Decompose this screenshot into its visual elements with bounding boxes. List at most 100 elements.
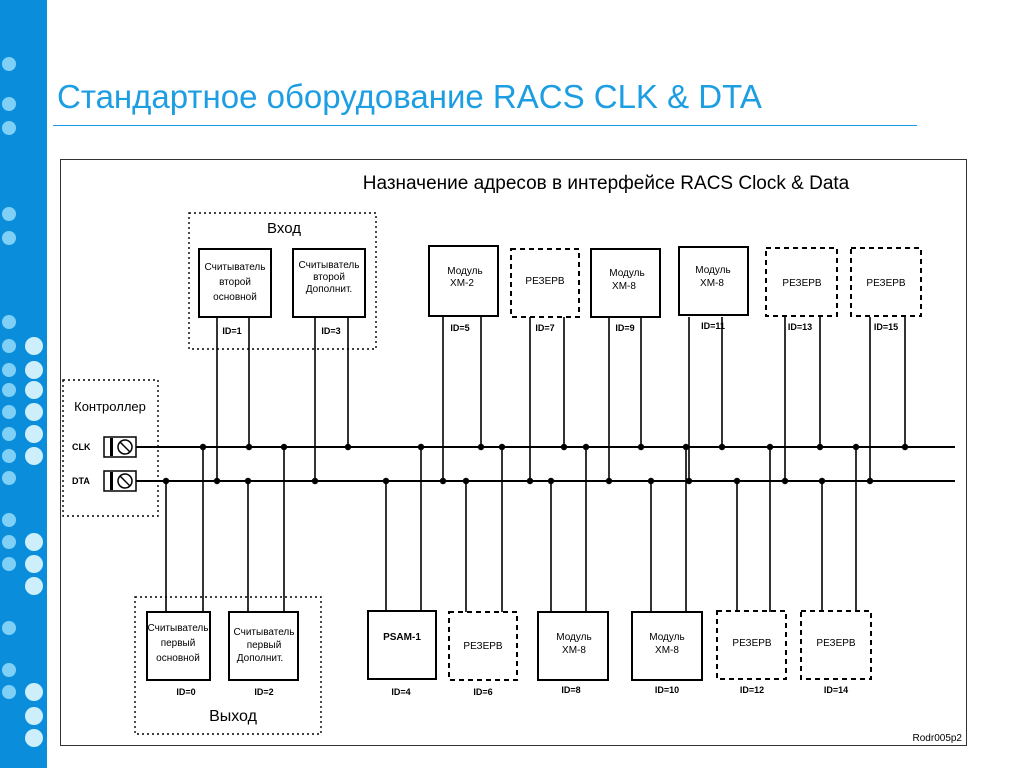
junction-dot: [733, 477, 741, 485]
decorative-dot: [2, 363, 16, 377]
reserve-label: РЕЗЕРВ: [866, 278, 906, 289]
decorative-dot: [25, 337, 43, 355]
reader-name: Считыватель: [148, 623, 209, 634]
junction-dot: [417, 443, 425, 451]
module-name: Модуль: [556, 632, 591, 643]
module-model: XM-8: [562, 645, 586, 656]
module-id: ID=9: [615, 323, 634, 333]
decorative-dot: [2, 513, 16, 527]
reader-line3: Дополнит.: [306, 284, 352, 295]
junction-dot: [213, 477, 221, 485]
decorative-dot: [25, 577, 43, 595]
decorative-dot: [2, 405, 16, 419]
decorative-dot: [2, 449, 16, 463]
junction-dot: [526, 477, 534, 485]
reader-line2: первый: [247, 640, 282, 651]
decorative-dot: [2, 535, 16, 549]
dta-terminal-icon: [103, 470, 137, 492]
decorative-dot: [2, 121, 16, 135]
module-id: ID=4: [391, 687, 410, 697]
junction-dot: [382, 477, 390, 485]
reserve-id14: РЕЗЕРВ ID=14: [800, 610, 872, 695]
reserve-label: РЕЗЕРВ: [782, 278, 822, 289]
junction-dot: [560, 443, 568, 451]
module-id: ID=8: [561, 685, 580, 695]
module-id10: Модуль XM-8 ID=10: [631, 611, 703, 695]
module-id: ID=6: [473, 687, 492, 697]
junction-dot: [280, 443, 288, 451]
junction-dot: [647, 477, 655, 485]
entry-group-label: Вход: [267, 220, 301, 237]
reader-line2: второй: [219, 277, 251, 288]
reader-line2: второй: [313, 272, 345, 283]
exit-group-label: Выход: [209, 708, 258, 725]
entry-group-frame: [188, 212, 377, 350]
module-id11: Модуль XM-8 ID=11: [678, 246, 749, 331]
module-id: ID=12: [740, 685, 764, 695]
reader-id: ID=1: [222, 326, 241, 336]
module-id5: Модуль XM-2 ID=5: [428, 245, 499, 333]
module-model: XM-8: [655, 645, 679, 656]
decorative-dot: [2, 685, 16, 699]
decorative-dot: [2, 207, 16, 221]
reader-name: Считыватель: [299, 260, 360, 271]
junction-dot: [816, 443, 824, 451]
clk-label: CLK: [72, 442, 91, 452]
module-name: Модуль: [447, 266, 482, 277]
module-id: ID=11: [701, 321, 725, 331]
junction-dot: [245, 443, 253, 451]
junction-dot: [582, 443, 590, 451]
decorative-dot: [2, 315, 16, 329]
diagram-code: Rodr005p2: [913, 733, 963, 744]
junction-dot: [199, 443, 207, 451]
reader-id0: Считыватель первый основной ID=0: [146, 611, 211, 697]
module-id9: Модуль XM-8 ID=9: [590, 248, 661, 333]
junction-dot: [162, 477, 170, 485]
junction-dot: [766, 443, 774, 451]
decorative-dot: [25, 447, 43, 465]
decorative-dot: [2, 663, 16, 677]
controller-label: Контроллер: [74, 399, 146, 414]
junction-dot: [462, 477, 470, 485]
reader-id3: Считыватель второй Дополнит. ID=3: [292, 248, 366, 336]
module-id: ID=10: [655, 685, 679, 695]
junction-dot: [498, 443, 506, 451]
reader-id: ID=0: [176, 687, 195, 697]
reader-id: ID=2: [254, 687, 273, 697]
module-id: ID=14: [824, 685, 848, 695]
reader-id2: Считыватель первый Дополнит. ID=2: [228, 611, 299, 697]
decorative-dot: [25, 425, 43, 443]
decorative-dot: [25, 729, 43, 747]
reserve-id13: РЕЗЕРВ ID=13: [765, 247, 838, 332]
reader-name: Считыватель: [234, 627, 295, 638]
module-id: ID=7: [535, 323, 554, 333]
decorative-dot: [2, 621, 16, 635]
decorative-dot: [2, 471, 16, 485]
reserve-id15: РЕЗЕРВ ID=15: [850, 247, 922, 332]
sidebar-dots: [2, 57, 43, 747]
reserve-label: РЕЗЕРВ: [732, 638, 772, 649]
module-id: ID=15: [874, 322, 898, 332]
decorative-dot: [2, 383, 16, 397]
junction-dot: [852, 443, 860, 451]
reserve-label: РЕЗЕРВ: [525, 276, 565, 287]
title-divider: [53, 125, 917, 126]
bus-wires: [162, 317, 909, 612]
module-id: ID=5: [450, 323, 469, 333]
junction-dot: [344, 443, 352, 451]
module-model: XM-8: [700, 278, 724, 289]
reader-line3: Дополнит.: [237, 653, 283, 664]
decorative-dot: [2, 427, 16, 441]
junction-dot: [311, 477, 319, 485]
module-id: ID=13: [788, 322, 812, 332]
slide-title: Стандартное оборудование RACS CLK & DTA: [57, 78, 762, 115]
decorative-dot: [2, 231, 16, 245]
decorative-dot: [2, 97, 16, 111]
decorative-dot: [2, 557, 16, 571]
module-model: XM-2: [450, 278, 474, 289]
junction-dot: [637, 443, 645, 451]
reader-line3: основной: [156, 653, 200, 664]
junction-dot: [547, 477, 555, 485]
exit-group-frame: [134, 596, 322, 735]
junction-dot: [439, 477, 447, 485]
